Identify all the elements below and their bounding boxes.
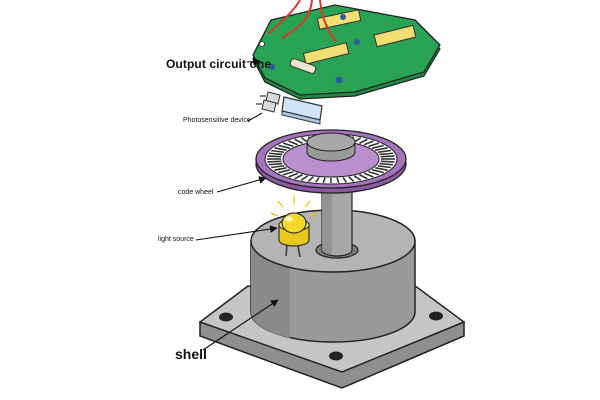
- code-wheel-slot: [379, 162, 394, 166]
- light-glow-icon: [270, 196, 318, 217]
- code-wheel-slot: [380, 155, 395, 158]
- code-wheel-slot: [342, 176, 347, 183]
- code-wheel-slot: [371, 144, 384, 149]
- code-wheel-slot: [315, 176, 320, 183]
- photosensitive-arrow: [247, 112, 263, 122]
- code-wheel-label: code wheel: [178, 189, 214, 196]
- code-wheel-slot: [375, 147, 388, 151]
- output-circuit-arrow: [246, 57, 261, 66]
- mounting-hole-icon: [329, 351, 343, 361]
- photosensitive-device: [256, 91, 323, 125]
- mounting-hole-icon: [429, 311, 443, 321]
- code-wheel-slot: [267, 160, 282, 163]
- resistor: [289, 58, 317, 74]
- ic-chip: [373, 24, 417, 48]
- code-wheel-slot: [353, 175, 362, 181]
- code-wheel-slot: [271, 164, 285, 169]
- ic-chip: [302, 42, 350, 65]
- code-wheel-slot: [377, 164, 391, 169]
- code-wheel-slot: [368, 170, 380, 176]
- code-wheel-slot: [359, 173, 368, 180]
- code-wheel-slot: [307, 176, 314, 183]
- code-wheel-slot: [375, 167, 388, 171]
- code-wheel-slot: [380, 160, 395, 163]
- code-wheel-slot: [268, 152, 283, 156]
- mounting-hole-icon: [219, 312, 233, 322]
- output-circuit-board: [252, 0, 441, 100]
- code-wheel-slot: [322, 177, 326, 184]
- code-wheel-slot: [359, 138, 368, 145]
- code-wheel-slot: [274, 147, 287, 151]
- code-wheel-slot: [379, 152, 394, 156]
- photosensitive-device-label: Photosensitive device: [183, 117, 251, 124]
- ic-chip: [316, 9, 362, 30]
- code-wheel-slot: [377, 149, 391, 154]
- code-wheel-slot: [274, 167, 287, 171]
- code-wheel-slot: [278, 144, 291, 149]
- code-wheel-slot: [278, 169, 291, 174]
- code-wheel-slot: [288, 172, 299, 178]
- led-light-source: [270, 196, 318, 258]
- code-wheel-slot: [282, 142, 294, 148]
- code-wheel-slot: [294, 173, 303, 180]
- red-wires: [267, 0, 337, 43]
- shaft: [315, 177, 359, 259]
- shell-arrow: [202, 299, 279, 351]
- code-wheel: [255, 129, 407, 194]
- shell-label: shell: [175, 346, 207, 362]
- code-wheel-slot: [271, 149, 285, 154]
- light-source-arrow: [195, 225, 278, 241]
- light-source-label: light source: [158, 236, 194, 243]
- code-wheel-slot: [267, 155, 282, 158]
- code-wheel-arrow: [216, 176, 267, 193]
- code-wheel-slot: [300, 175, 309, 181]
- output-circuit-label: Output circuit one: [166, 57, 272, 71]
- code-wheel-slot: [368, 142, 380, 148]
- code-wheel-slot: [268, 162, 283, 166]
- callout-lines: [195, 57, 279, 351]
- code-wheel-slot: [363, 172, 374, 178]
- code-wheel-slot: [288, 140, 299, 146]
- code-wheel-slot: [282, 170, 294, 176]
- code-wheel-slot: [336, 177, 340, 184]
- code-wheel-slot: [348, 176, 355, 183]
- code-wheel-slot: [294, 138, 303, 145]
- code-wheel-slot: [371, 169, 384, 174]
- code-wheel-slot: [363, 140, 374, 146]
